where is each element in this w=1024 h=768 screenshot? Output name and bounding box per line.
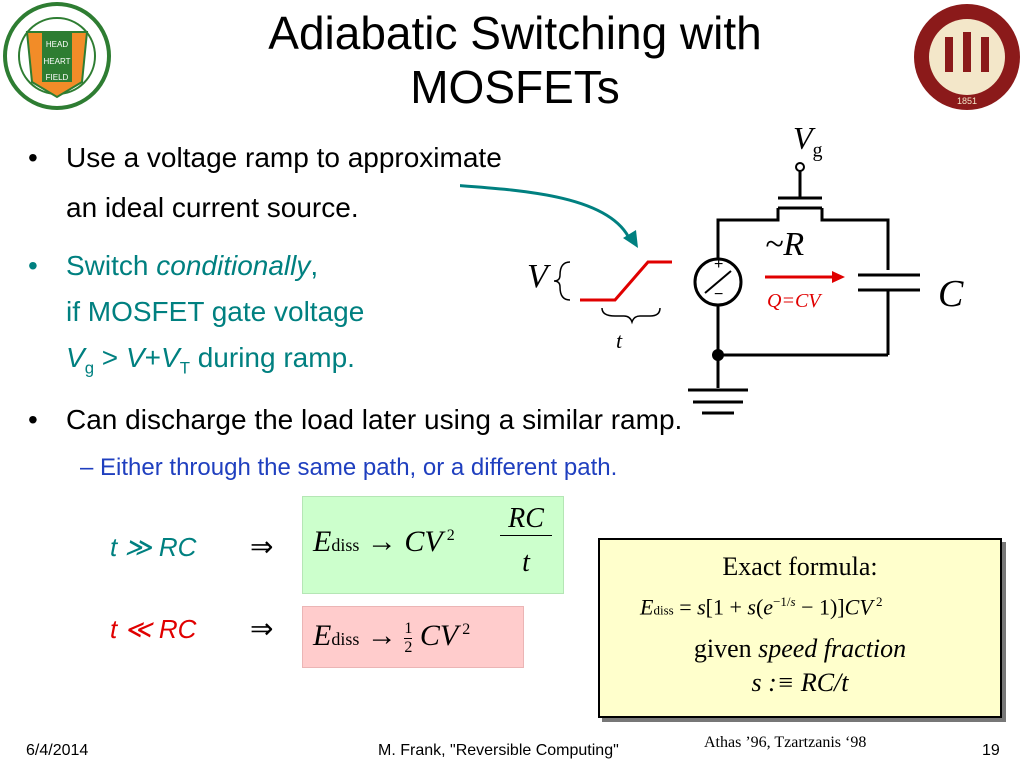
s-definition: s :≡ RC/t [751, 668, 849, 697]
bullet-2-text-a: Switch [66, 250, 157, 281]
condition-fast: t ≪ RC [110, 614, 197, 644]
formula-slow-box: Ediss → CV 2 RC t [302, 496, 564, 594]
svg-text:FIELD: FIELD [46, 73, 69, 82]
exact-formula-title: Exact formula: [722, 552, 878, 581]
q-label: Q=CV [767, 290, 821, 312]
circuit-diagram [460, 162, 920, 415]
sub-bullet-1-text: Either through the same path, or a diffe… [100, 454, 618, 481]
given-line: given speed fraction [693, 634, 907, 663]
implies-arrow-1: ⇒ [250, 531, 274, 562]
svg-text:HEAD: HEAD [46, 40, 68, 49]
c-label: C [938, 273, 964, 315]
footer-author: M. Frank, "Reversible Computing" [378, 742, 619, 759]
footer-citation: Athas ’96, Tzartzanis ‘98 [704, 734, 867, 751]
bullet-1-line-2: an ideal current source. [66, 192, 359, 223]
minus-sign: − [714, 286, 724, 303]
vg-label: Vg [793, 120, 823, 162]
exact-formula-box: Exact formula: Ediss = s[1 + s(e−1/s − 1… [598, 538, 1002, 718]
r-label: ~R [765, 226, 805, 263]
footer-page-number: 19 [982, 742, 1000, 759]
bullet-2-line-3: Vg > V+VT during ramp. [66, 342, 355, 378]
t-label: t [616, 328, 623, 353]
condition-slow: t ≫ RC [110, 532, 197, 562]
v-label: V [527, 258, 548, 295]
sub-bullet-1: – Either through the same path, or a dif… [80, 454, 618, 481]
bullet-2-line-3-tail: during ramp. [189, 342, 355, 373]
voltage-ramp [580, 260, 672, 302]
implies-arrow-2: ⇒ [250, 613, 274, 644]
svg-text:1851: 1851 [957, 96, 977, 106]
famu-logo: HEAD HEART FIELD [3, 2, 111, 110]
bullet-2-line-2: if MOSFET gate voltage [66, 296, 365, 327]
bullet-2-comma: , [310, 250, 319, 281]
footer-date: 6/4/2014 [26, 742, 89, 759]
svg-text:HEART: HEART [44, 57, 71, 66]
exact-formula-expression: Ediss = s[1 + s(e−1/s − 1)]CV 2 [640, 594, 883, 620]
slide-title: Adiabatic Switching with MOSFETs [268, 7, 762, 113]
bullet-1-line-1: Use a voltage ramp to approximate [66, 142, 502, 173]
bullet-2-emphasis: conditionally [156, 250, 311, 281]
bullet-2-line-1: Switch conditionally, [66, 248, 318, 284]
plus-sign: + [714, 256, 724, 273]
fsu-logo: 1851 [914, 4, 1020, 110]
bullet-3-text: Can discharge the load later using a sim… [66, 404, 683, 435]
